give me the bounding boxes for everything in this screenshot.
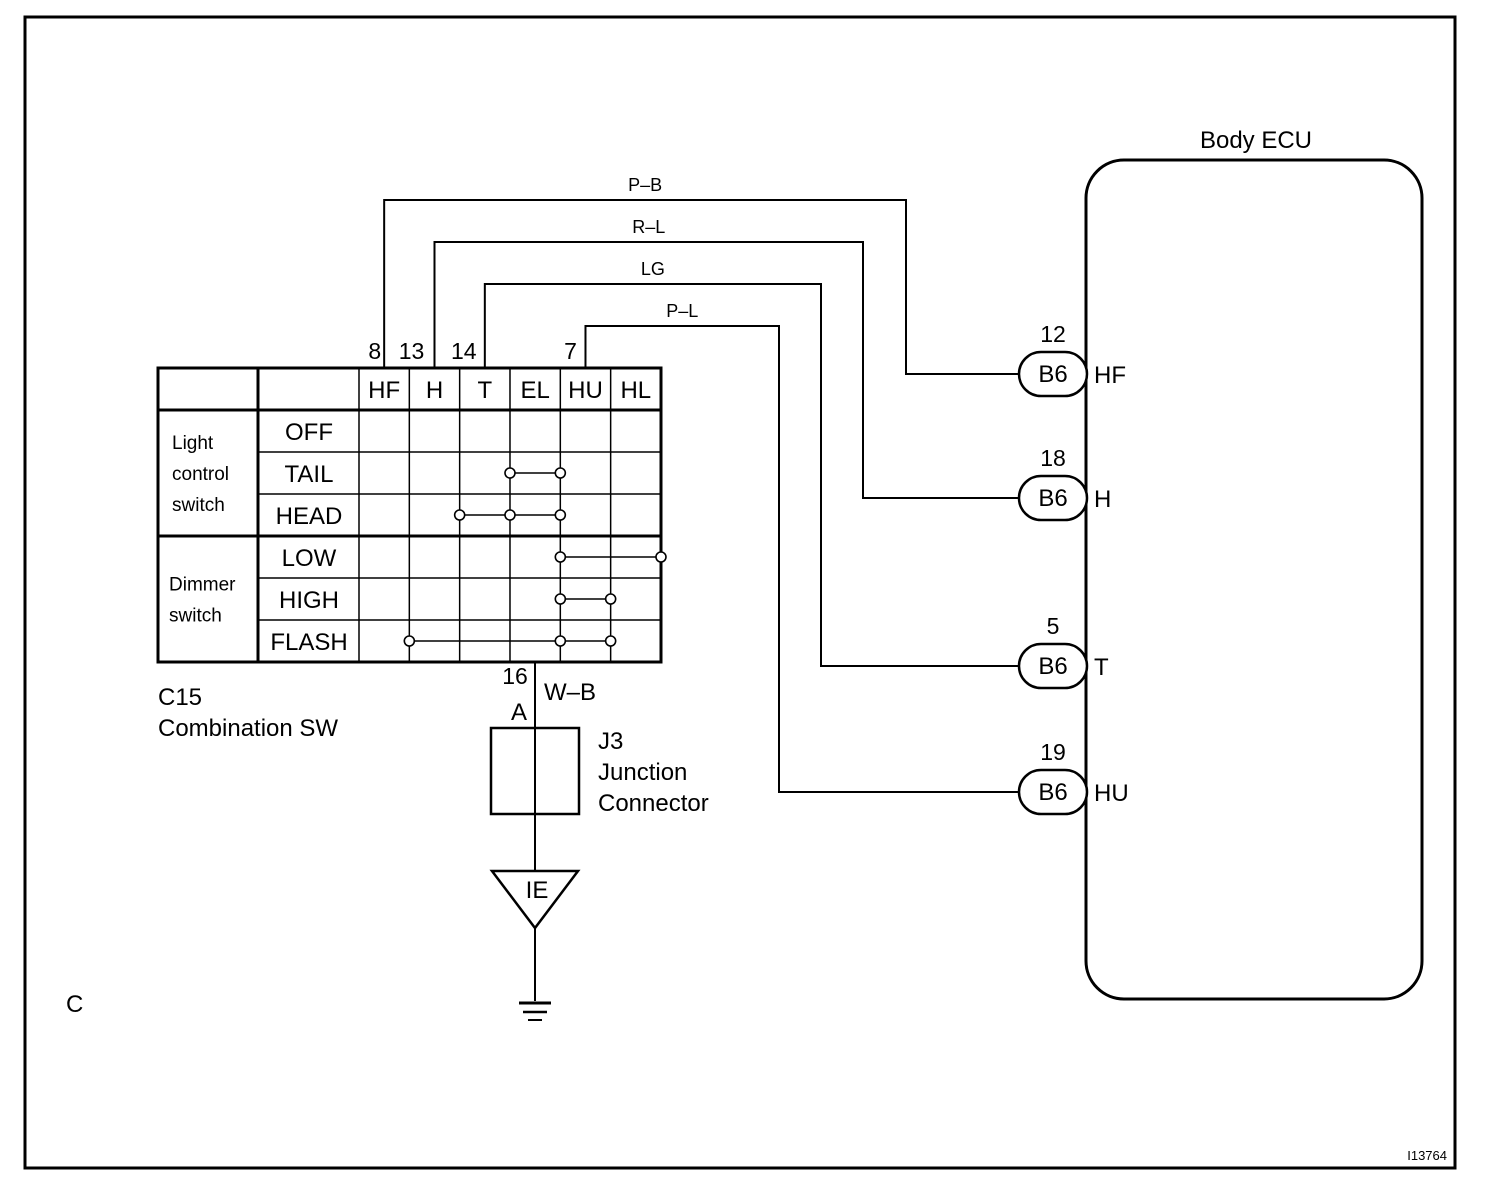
row-label-low: LOW [282, 545, 337, 572]
switch-pin-number: 7 [564, 338, 577, 364]
switch-pin-number: 8 [368, 338, 381, 364]
row-label-off: OFF [285, 419, 333, 446]
wire-color-label: P–B [628, 175, 662, 195]
continuity-point [554, 509, 567, 521]
switch-pin-number: 13 [399, 338, 425, 364]
wire-path [584, 325, 1019, 793]
ecu-pin-number: 18 [1040, 445, 1066, 471]
group-label-1-line-1: Light [172, 433, 214, 454]
continuity-point [403, 635, 416, 647]
body-ecu-box [1084, 158, 1424, 1001]
continuity-high [554, 593, 617, 605]
continuity-point [554, 593, 567, 605]
switch-name: Combination SW [158, 715, 338, 742]
ecu-connector [1017, 350, 1089, 398]
continuity-point [504, 467, 516, 479]
continuity-point [604, 593, 617, 605]
ecu-terminal-label: H [1094, 486, 1111, 513]
column-header-t: T [477, 377, 492, 404]
continuity-point [554, 635, 567, 647]
ecu-connector [1017, 642, 1089, 690]
junction-name-line2: Connector [598, 790, 709, 817]
row-label-tail: TAIL [285, 461, 334, 488]
ground-point-label: IE [526, 877, 549, 904]
body-ecu-label: Body ECU [1200, 127, 1312, 154]
group-label-2-line-2: switch [169, 606, 222, 627]
frame [23, 15, 1457, 1170]
ecu-terminal-label: HU [1094, 780, 1129, 807]
wire-color-label: P–L [666, 301, 698, 321]
continuity-point [604, 635, 617, 647]
continuity-flash [403, 635, 617, 647]
corner-letter: C [66, 991, 83, 1018]
ground-pin-number: 16 [502, 663, 528, 689]
wire-path [383, 199, 1019, 375]
ecu-connector-id: B6 [1038, 779, 1067, 806]
row-label-head: HEAD [276, 503, 343, 530]
ecu-connector-id: B6 [1038, 361, 1067, 388]
continuity-tail [504, 467, 567, 479]
ecu-connector-id: B6 [1038, 653, 1067, 680]
ecu-terminal-label: T [1094, 654, 1109, 681]
column-header-hl: HL [620, 377, 651, 404]
junction-name-line1: Junction [598, 759, 687, 786]
column-header-hu: HU [568, 377, 603, 404]
continuity-point [554, 551, 567, 563]
ecu-connector-id: B6 [1038, 485, 1067, 512]
continuity-point [504, 509, 516, 521]
junction-terminal-label: A [511, 699, 527, 726]
ground-wire-color: W–B [544, 679, 596, 706]
wire-path [483, 283, 1019, 667]
continuity-low [554, 551, 667, 563]
row-label-high: HIGH [279, 587, 339, 614]
ground-point-symbol [489, 869, 581, 931]
column-header-hf: HF [368, 377, 400, 404]
ecu-connector [1017, 768, 1089, 816]
continuity-head [453, 509, 567, 521]
continuity-point [655, 551, 667, 563]
column-header-el: EL [520, 377, 549, 404]
ecu-connector [1017, 474, 1089, 522]
ecu-pin-number: 5 [1047, 613, 1060, 639]
ground-circuit: 16 W–B A J3 Junction Connector IE [489, 662, 709, 1021]
wire-color-label: R–L [632, 217, 665, 237]
switch-id: C15 [158, 684, 202, 711]
ecu-terminal-label: HF [1094, 362, 1126, 389]
ecu-pin-number: 19 [1040, 739, 1066, 765]
row-label-flash: FLASH [270, 629, 347, 656]
wire-color-label: LG [641, 259, 665, 279]
group-label-1-line-3: switch [172, 495, 225, 516]
ecu-pin-number: 12 [1040, 321, 1066, 347]
group-label-2-line-1: Dimmer [169, 575, 236, 596]
continuity-point [453, 509, 466, 521]
group-label-1-line-2: control [172, 464, 229, 485]
continuity-point [554, 467, 567, 479]
wire-path [433, 241, 1019, 499]
column-header-h: H [426, 377, 443, 404]
switch-table: HF H T EL HU HL OFF TAIL HEAD LOW HIGH FLASH Light… [156, 366, 667, 664]
switch-pin-number: 14 [451, 338, 477, 364]
junction-id: J3 [598, 728, 623, 755]
figure-code: I13764 [1407, 1148, 1447, 1163]
